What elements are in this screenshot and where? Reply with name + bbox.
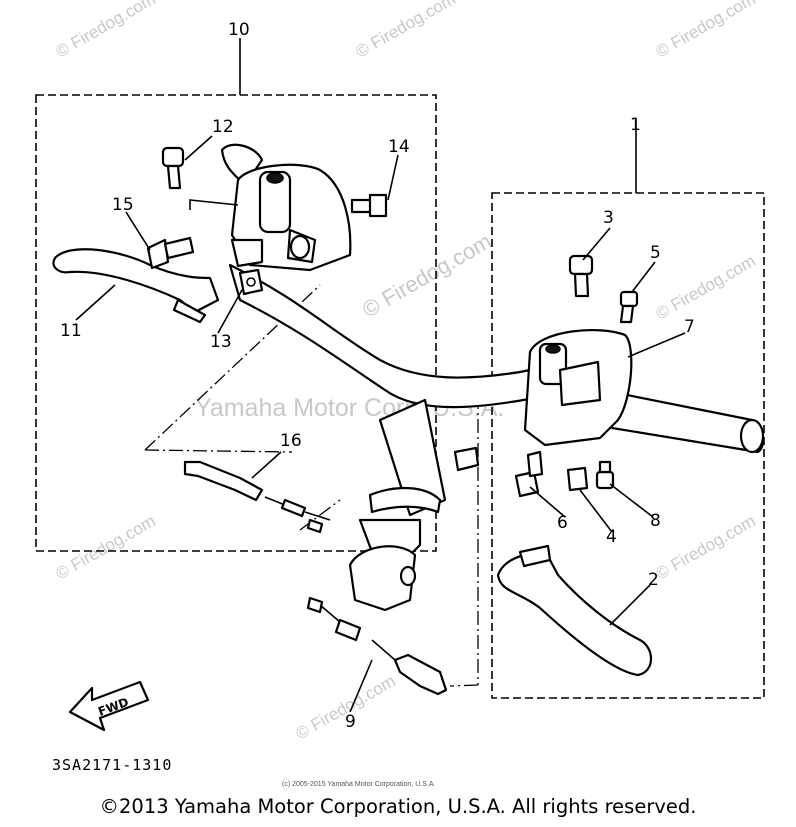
callout-11: 11 — [60, 321, 82, 341]
copyright-footer: ©2013 Yamaha Motor Corporation, U.S.A. A… — [99, 795, 697, 818]
small-copyright: (c) 2005-2015 Yamaha Motor Corporation, … — [282, 781, 435, 788]
callout-5: 5 — [650, 243, 661, 263]
callout-2: 2 — [648, 570, 659, 590]
callout-7: 7 — [684, 317, 695, 337]
watermark: © Firedog.com — [653, 251, 759, 323]
leader-chain — [299, 499, 341, 531]
right-lever — [496, 544, 653, 677]
watermark: © Firedog.com — [353, 0, 459, 61]
watermark: © Firedog.com — [53, 511, 159, 583]
watermark: © Firedog.com — [53, 0, 159, 61]
callout-3: 3 — [603, 208, 614, 228]
callout-4: 4 — [606, 527, 617, 547]
bolt-14 — [350, 193, 388, 218]
assembly-box-left — [35, 94, 437, 552]
parts-diagram: © Firedog.com © Firedog.com © Firedog.co… — [35, 0, 765, 788]
bolt-12 — [161, 146, 185, 190]
callout-14: 14 — [388, 137, 410, 157]
switch-9 — [306, 596, 448, 696]
watermark: © Firedog.com — [293, 671, 399, 743]
callout-10: 10 — [228, 20, 250, 40]
callout-6: 6 — [557, 513, 568, 533]
left-lever — [52, 248, 220, 324]
diagram-code: 3SA2171-1310 — [52, 756, 172, 774]
bolt-6 — [514, 450, 544, 498]
switch-16 — [183, 460, 331, 534]
fwd-arrow-icon: FWD — [68, 680, 150, 732]
leader-chain — [144, 449, 293, 453]
right-lever-holder — [523, 329, 633, 447]
callout-1: 1 — [630, 115, 641, 135]
bolt-3 — [568, 254, 594, 298]
handlebar — [220, 143, 765, 454]
assembly-box-right — [491, 192, 765, 699]
nut-13 — [238, 268, 264, 296]
callout-12: 12 — [212, 117, 234, 137]
callout-16: 16 — [280, 431, 302, 451]
callout-8: 8 — [650, 511, 661, 531]
watermark-center: © Firedog.com — [358, 228, 496, 322]
callout-15: 15 — [112, 195, 134, 215]
callout-13: 13 — [210, 332, 232, 352]
left-lever-holder — [230, 163, 352, 272]
fork-stem — [348, 398, 480, 612]
callout-labels: 10 1 12 14 15 11 13 16 3 5 7 6 4 8 2 9 — [60, 20, 695, 732]
watermark: © Firedog.com — [653, 0, 759, 61]
watermark: © Firedog.com — [653, 511, 759, 583]
leader-lines — [75, 38, 686, 713]
leader-chain — [449, 684, 479, 687]
screw-5 — [619, 290, 639, 324]
nut-4 — [566, 466, 589, 492]
callout-9: 9 — [345, 712, 356, 732]
bolt-15 — [146, 236, 195, 270]
screw-8 — [595, 460, 615, 490]
